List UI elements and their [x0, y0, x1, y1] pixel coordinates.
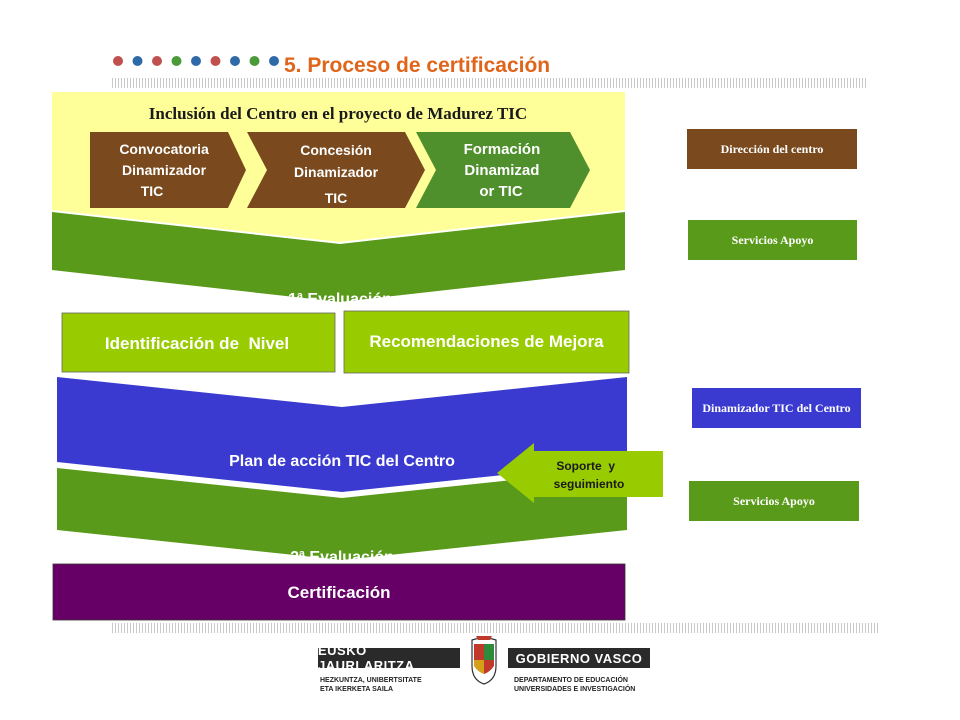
- step-convocatoria-line: TIC: [141, 183, 164, 199]
- step-formacion-line: or TIC: [479, 183, 522, 200]
- step-concesion-label: Concesión Dinamizador TIC: [294, 142, 382, 206]
- logo-left-sub: HEZKUNTZA, UNIBERTSITATE ETA IKERKETA SA…: [320, 676, 422, 694]
- side-label-servicios-apoyo-1: Servicios Apoyo: [688, 220, 857, 260]
- logo-right-sub-line: UNIVERSIDADES E INVESTIGACIÓN: [514, 686, 636, 693]
- improvements-box: [343, 310, 630, 374]
- step-convocatoria: Convocatoria Dinamizador TIC: [90, 132, 246, 208]
- step-concesion-line: Dinamizador: [294, 164, 379, 180]
- evaluation-1-label: 1ª Evaluación: [288, 291, 392, 308]
- step-concesion-shape: [247, 132, 425, 208]
- support-arrow: [497, 443, 663, 503]
- step-formacion: Formación Dinamizad or TIC: [416, 132, 590, 208]
- evaluation-1-shape: [52, 212, 625, 302]
- logo-right-sub-line: DEPARTAMENTO DE EDUCACIÓN: [514, 677, 628, 684]
- step-convocatoria-line: Dinamizador: [122, 162, 207, 178]
- step-formacion-line: Dinamizad: [464, 162, 539, 179]
- header-dot: [171, 56, 182, 66]
- level-identification-label: Identificación de Nivel: [105, 334, 289, 353]
- evaluation-2-label: 2ª Evaluación: [290, 549, 394, 566]
- step-convocatoria-line: Convocatoria: [119, 141, 209, 157]
- side-label-direccion: Dirección del centro: [687, 129, 857, 169]
- action-plan-label: Plan de acción TIC del Centro: [229, 453, 455, 470]
- logo-left-bar: EUSKO JAURLARITZA: [318, 643, 460, 673]
- step-formacion-shape: [416, 132, 590, 208]
- improvements-label-wrap: Recomendaciones de Mejora: [369, 332, 604, 351]
- header-dot: [249, 56, 260, 66]
- header-dot: [230, 56, 240, 66]
- improvements-label: Recomendaciones de Mejora: [369, 332, 604, 351]
- evaluation-2-shape: [57, 468, 627, 560]
- step-convocatoria-label: Convocatoria Dinamizador TIC: [119, 141, 212, 199]
- government-logo: EUSKO JAURLARITZA GOBIERNO VASCO HEZKUNT…: [318, 636, 650, 706]
- header-dot: [152, 56, 162, 66]
- certification-box: [52, 563, 626, 621]
- header-dots: [113, 56, 279, 66]
- action-plan-shape: [57, 377, 627, 492]
- top-tick-rule: [112, 78, 868, 88]
- bottom-tick-rule: [112, 623, 878, 633]
- support-line: seguimiento: [554, 477, 625, 491]
- support-label: Soporte y seguimiento: [554, 459, 635, 491]
- header-dot: [269, 56, 279, 66]
- step-convocatoria-shape: [90, 132, 246, 208]
- page-title: 5. Proceso de certificación: [284, 54, 551, 77]
- certification-label: Certificación: [288, 583, 391, 602]
- header-dot: [113, 56, 123, 66]
- header-dot: [191, 56, 201, 66]
- step-concesion-line: Concesión: [300, 142, 372, 158]
- side-label-dinamizador: Dinamizador TIC del Centro: [692, 388, 861, 428]
- header-dot: [132, 56, 143, 66]
- level-identification-box: [61, 312, 336, 373]
- header-dot: [210, 56, 221, 66]
- logo-left-sub-line: HEZKUNTZA, UNIBERTSITATE: [320, 677, 422, 684]
- support-line: Soporte y: [556, 459, 615, 473]
- logo-right-sub: DEPARTAMENTO DE EDUCACIÓN UNIVERSIDADES …: [514, 676, 635, 694]
- step-formacion-line: Formación: [464, 141, 541, 158]
- logo-right-bar: GOBIERNO VASCO: [508, 648, 650, 668]
- side-label-servicios-apoyo-2: Servicios Apoyo: [689, 481, 859, 521]
- step-formacion-label: Formación Dinamizad or TIC: [464, 141, 545, 200]
- inclusion-title: Inclusión del Centro en el proyecto de M…: [149, 104, 527, 123]
- step-concesion-line: TIC: [325, 190, 348, 206]
- coat-of-arms-icon: [471, 636, 497, 685]
- logo-left-sub-line: ETA IKERKETA SAILA: [320, 686, 394, 693]
- step-concesion: Concesión Dinamizador TIC: [247, 132, 425, 208]
